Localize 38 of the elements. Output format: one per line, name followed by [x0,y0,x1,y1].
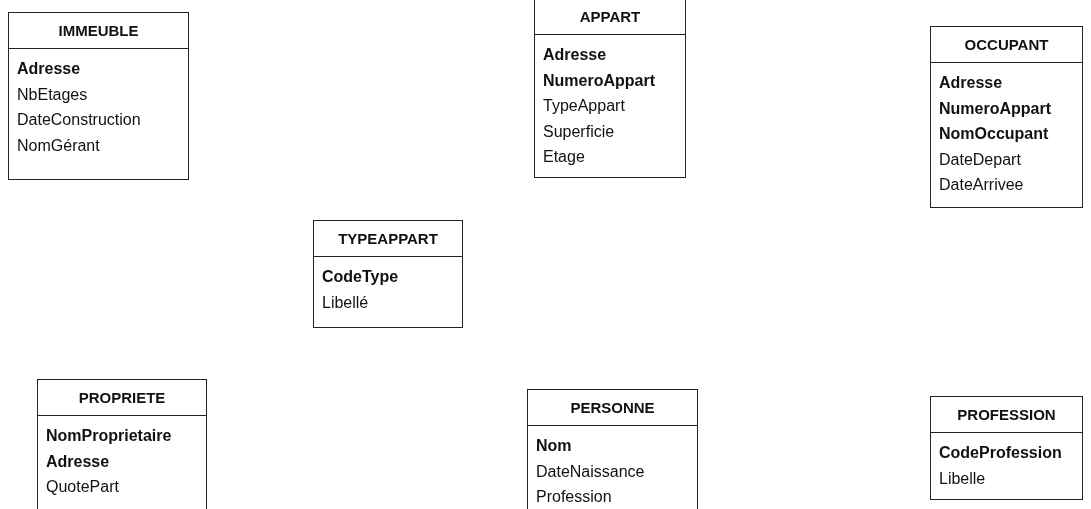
entity-table [8,12,189,180]
attribute-name: Libelle [939,468,986,489]
attribute-name: DateNaissance [536,461,645,482]
entity-table [930,396,1083,500]
attribute-name: TypeAppart [543,96,625,116]
attribute-name: NumeroAppart [543,70,655,91]
table-header: APPART [535,0,685,35]
attribute-name: NumeroAppart [939,98,1051,119]
attribute-name: DateArrivee [939,175,1024,195]
attribute-name: CodeProfession [939,443,1062,463]
entity-table [534,0,686,178]
attribute-name: Profession [536,487,612,507]
attribute-name: Libellé [322,292,369,313]
entity-table [527,389,698,509]
table-header: TYPEAPPART [314,221,462,257]
attribute-name: Adresse [543,45,607,65]
table-header: IMMEUBLE [9,13,188,49]
attribute-name: QuotePart [46,477,119,497]
attribute-name: NomOccupant [939,124,1049,144]
entity-table [930,26,1083,208]
attribute-name: Nom [536,436,572,456]
table-header: OCCUPANT [931,27,1082,63]
attribute-name: NomGérant [17,135,100,156]
table-header: PROPRIETE [38,380,206,416]
entity-table [313,220,463,328]
attribute-name: NbEtages [17,84,88,105]
attribute-name: Adresse [17,59,81,79]
attribute-name: Superficie [543,121,615,142]
table-header: PROFESSION [931,397,1082,433]
attribute-name: Adresse [939,73,1003,93]
entity-table [37,379,207,509]
attribute-name: CodeType [322,267,399,287]
table-header: PERSONNE [528,390,697,426]
attribute-name: Adresse [46,451,110,472]
attribute-name: DateDepart [939,149,1021,170]
attribute-name: Etage [543,147,585,167]
attribute-name: NomProprietaire [46,426,172,446]
attribute-name: DateConstruction [17,110,141,130]
